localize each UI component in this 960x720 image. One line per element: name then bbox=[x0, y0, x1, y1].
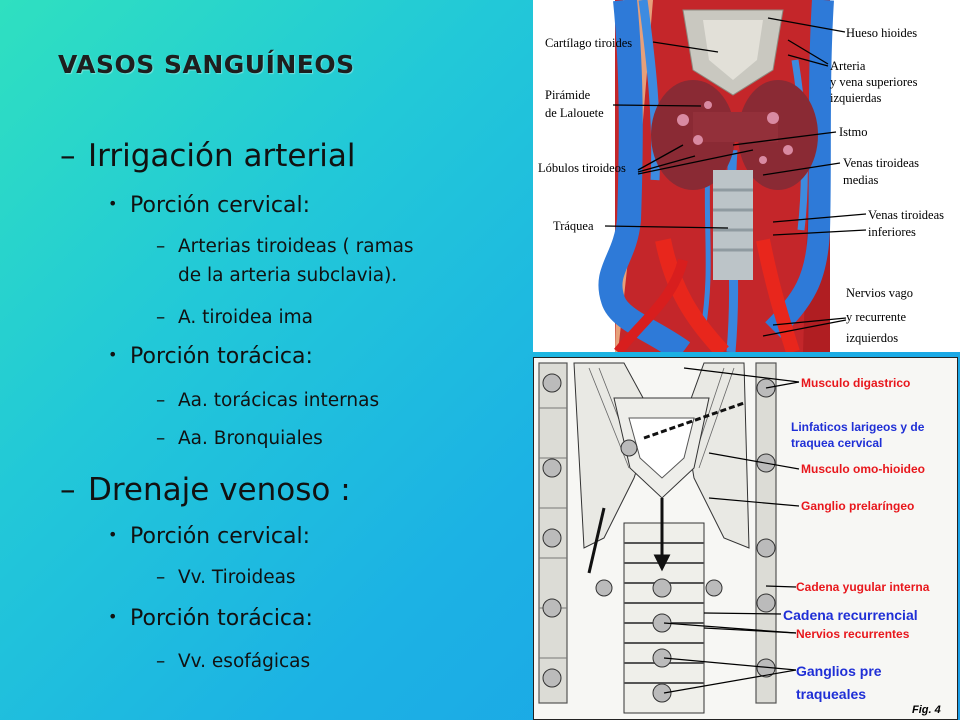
label-cartilago: Cartílago tiroides bbox=[545, 36, 632, 50]
figure-number: Fig. 4 bbox=[912, 704, 941, 716]
dash-bullet: – bbox=[60, 138, 76, 174]
outline-heading-venoso: –Drenaje venoso : bbox=[60, 472, 351, 508]
lymphatic-illustration: Musculo digastrico Linfaticos larigeos y… bbox=[534, 358, 957, 719]
subitem-text: A. tiroidea ima bbox=[178, 307, 313, 328]
label-nervios: Nervios vago bbox=[846, 286, 913, 300]
dash-bullet: – bbox=[60, 472, 76, 508]
label-yugular: Cadena yugular interna bbox=[796, 580, 930, 594]
outline-subitem: –Aa. Bronquiales bbox=[156, 425, 323, 453]
bullet-dot: • bbox=[108, 345, 118, 364]
label-piramide-2: de Lalouete bbox=[545, 106, 604, 120]
label-pretraqueales-2: traqueales bbox=[796, 686, 866, 702]
label-nervios-2: y recurrente bbox=[846, 310, 906, 324]
outline-item-cervical: • Porción cervical: bbox=[108, 193, 310, 218]
label-traquea: Tráquea bbox=[553, 219, 594, 233]
outline-subitem: –Aa. torácicas internas bbox=[156, 387, 379, 415]
dash-bullet: – bbox=[156, 428, 166, 449]
label-arteria-2: y vena superiores bbox=[830, 75, 918, 89]
label-arteria-3: izquierdas bbox=[830, 91, 882, 105]
label-hioides: Hueso hioides bbox=[846, 26, 917, 40]
outline-item-cervical: • Porción cervical: bbox=[108, 524, 310, 549]
bullet-dot: • bbox=[108, 607, 118, 626]
heading-text: Irrigación arterial bbox=[88, 138, 356, 174]
outline-subitem: –Arterias tiroideas ( ramas bbox=[156, 233, 414, 261]
outline-subitem: –Vv. esofágicas bbox=[156, 648, 310, 676]
dash-bullet: – bbox=[156, 236, 166, 257]
heading-text: Drenaje venoso : bbox=[88, 472, 351, 508]
label-venas-inf-2: inferiores bbox=[868, 225, 916, 239]
subitem-text: Arterias tiroideas ( ramas bbox=[178, 236, 414, 257]
label-istmo: Istmo bbox=[839, 125, 867, 139]
thyroid-anatomy-figure: Cartílago tiroides Pirámide de Lalouete … bbox=[533, 0, 960, 352]
label-venas-medias: Venas tiroideas bbox=[843, 156, 919, 170]
subitem-text: Vv. esofágicas bbox=[178, 651, 311, 672]
label-nervios-recurrentes: Nervios recurrentes bbox=[796, 627, 910, 641]
dash-bullet: – bbox=[156, 567, 166, 588]
subitem-text: Aa. Bronquiales bbox=[178, 428, 323, 449]
label-linfaticos-2: traquea cervical bbox=[791, 436, 882, 450]
outline-subitem: –Vv. Tiroideas bbox=[156, 564, 296, 592]
item-text: Porción torácica: bbox=[130, 344, 313, 369]
subitem-text: de la arteria subclavia). bbox=[178, 265, 398, 286]
bullet-dot: • bbox=[108, 525, 118, 544]
label-venas-medias-2: medias bbox=[843, 173, 879, 187]
label-arteria: Arteria bbox=[830, 59, 866, 73]
item-text: Porción torácica: bbox=[130, 606, 313, 631]
label-omo: Musculo omo-hioideo bbox=[801, 462, 925, 476]
outline-item-toracica: • Porción torácica: bbox=[108, 606, 313, 631]
outline-subitem: –A. tiroidea ima bbox=[156, 304, 313, 332]
label-linfaticos: Linfaticos larigeos y de bbox=[791, 420, 925, 434]
thyroid-illustration: Cartílago tiroides Pirámide de Lalouete … bbox=[533, 0, 960, 352]
lymphatic-anatomy-figure: Musculo digastrico Linfaticos larigeos y… bbox=[533, 357, 958, 720]
label-lobulos: Lóbulos tiroideos bbox=[538, 161, 626, 175]
slide-title: VASOS SANGUÍNEOS bbox=[58, 50, 355, 79]
dash-bullet: – bbox=[156, 651, 166, 672]
label-prelaringeo: Ganglio prelaríngeo bbox=[801, 499, 914, 513]
subitem-text: Aa. torácicas internas bbox=[178, 390, 380, 411]
outline-subitem-continuation: de la arteria subclavia). bbox=[178, 262, 397, 290]
label-pretraqueales: Ganglios pre bbox=[796, 663, 882, 679]
label-venas-inf: Venas tiroideas bbox=[868, 208, 944, 222]
item-text: Porción cervical: bbox=[130, 524, 311, 549]
bullet-dot: • bbox=[108, 194, 118, 213]
dash-bullet: – bbox=[156, 307, 166, 328]
subitem-text: Vv. Tiroideas bbox=[178, 567, 296, 588]
outline-heading-arterial: –Irrigación arterial bbox=[60, 138, 355, 174]
label-nervios-3: izquierdos bbox=[846, 331, 898, 345]
label-recurrencial: Cadena recurrencial bbox=[783, 607, 918, 623]
outline-item-toracica: • Porción torácica: bbox=[108, 344, 313, 369]
dash-bullet: – bbox=[156, 390, 166, 411]
item-text: Porción cervical: bbox=[130, 193, 311, 218]
label-digastrico: Musculo digastrico bbox=[801, 376, 910, 390]
label-piramide: Pirámide bbox=[545, 88, 591, 102]
